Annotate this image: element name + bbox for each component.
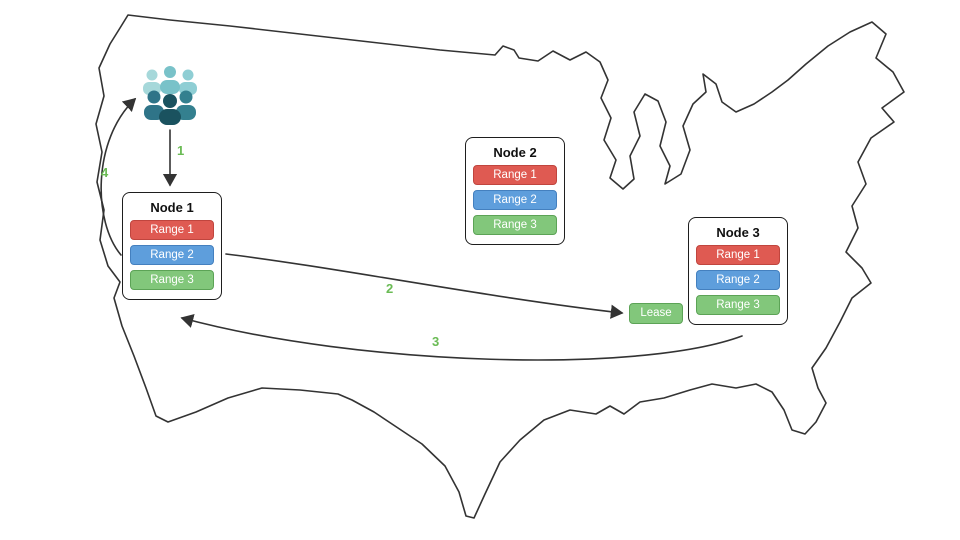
node-card-2: Node 2 Range 1 Range 2 Range 3 xyxy=(465,137,565,245)
node-card-1: Node 1 Range 1 Range 2 Range 3 xyxy=(122,192,222,300)
range-1-badge: Range 1 xyxy=(473,165,557,185)
range-1-badge: Range 1 xyxy=(696,245,780,265)
range-3-badge: Range 3 xyxy=(696,295,780,315)
range-3-badge: Range 3 xyxy=(473,215,557,235)
users-icon xyxy=(143,66,197,125)
arrow-2-node1-to-lease xyxy=(225,253,624,319)
node-title: Node 2 xyxy=(493,145,537,160)
flow-arrows xyxy=(100,97,743,361)
node-card-3: Node 3 Range 1 Range 2 Range 3 xyxy=(688,217,788,325)
range-2-badge: Range 2 xyxy=(696,270,780,290)
node-title: Node 3 xyxy=(716,225,760,240)
range-3-badge: Range 3 xyxy=(130,270,214,290)
us-map-outline xyxy=(95,14,905,519)
range-2-badge: Range 2 xyxy=(130,245,214,265)
arrow-label-4: 4 xyxy=(101,165,109,180)
lease-badge: Lease xyxy=(629,303,683,324)
node-title: Node 1 xyxy=(150,200,194,215)
range-2-badge: Range 2 xyxy=(473,190,557,210)
arrow-3-node3-to-node1 xyxy=(180,313,743,361)
arrow-label-1: 1 xyxy=(177,143,185,158)
range-1-badge: Range 1 xyxy=(130,220,214,240)
arrow-label-3: 3 xyxy=(432,334,440,349)
arrow-label-2: 2 xyxy=(386,281,394,296)
arrow-4-node1-to-users xyxy=(100,97,137,256)
